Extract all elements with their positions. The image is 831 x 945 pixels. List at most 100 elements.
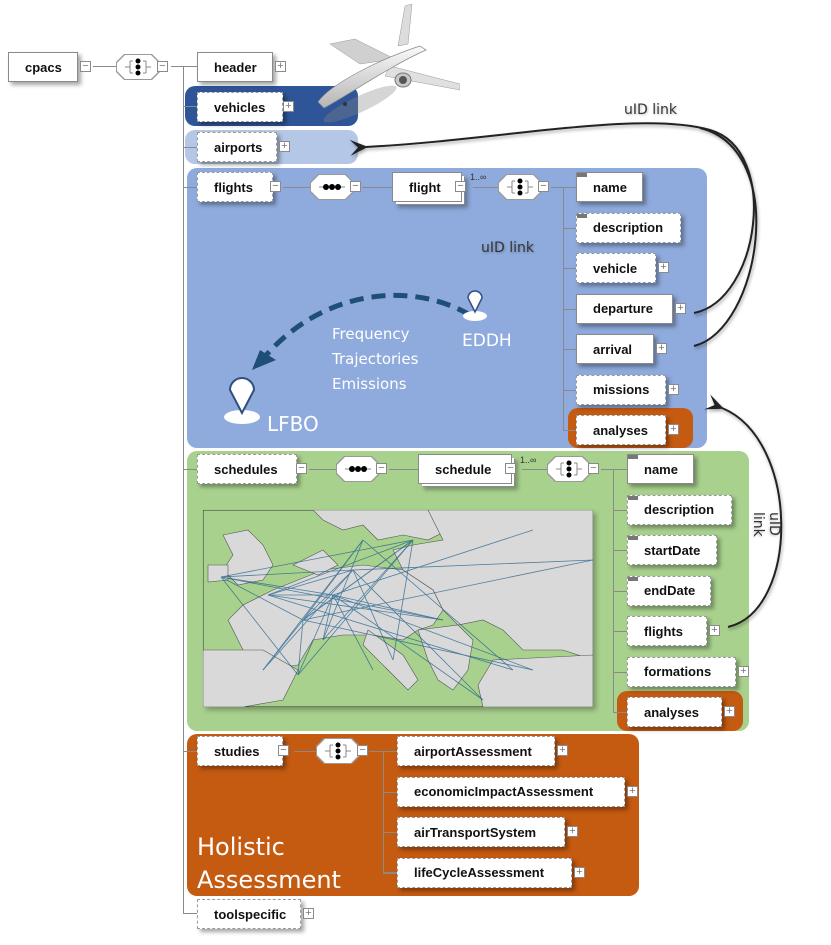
node-flight[interactable]: flight	[392, 172, 462, 202]
node-arrival[interactable]: arrival	[576, 334, 654, 364]
route-line	[322, 594, 334, 641]
expand-icon[interactable]: +	[275, 61, 286, 72]
connector	[183, 106, 197, 107]
collapse-icon[interactable]: −	[278, 745, 289, 756]
node-air-transport-system[interactable]: airTransportSystem	[397, 817, 565, 847]
expand-icon[interactable]: +	[283, 101, 294, 112]
route-line	[297, 594, 334, 676]
collapse-icon[interactable]: −	[376, 463, 387, 474]
node-label: schedule	[435, 461, 492, 477]
node-flights[interactable]: flights	[627, 616, 707, 646]
node-vehicles[interactable]: vehicles	[197, 92, 283, 122]
route-line	[220, 576, 334, 596]
node-label: lifeCycleAssessment	[414, 865, 545, 880]
expand-icon[interactable]: +	[738, 665, 749, 677]
collapse-icon[interactable]: −	[455, 181, 466, 192]
attribute-marker-icon	[577, 173, 587, 177]
expand-icon[interactable]: +	[724, 706, 735, 717]
node-studies[interactable]: studies	[197, 736, 283, 766]
collapse-icon[interactable]: −	[357, 745, 368, 756]
uid-link-label-flights: uID link	[481, 240, 534, 256]
node-analyses[interactable]: analyses	[627, 697, 722, 727]
node-label: cpacs	[25, 59, 62, 75]
node-description[interactable]: description	[576, 212, 681, 243]
node-economic-impact-assessment[interactable]: economicImpactAssessment	[397, 776, 625, 807]
node-missions[interactable]: missions	[576, 374, 666, 405]
collapse-icon[interactable]: −	[588, 463, 599, 474]
node-vehicle[interactable]: vehicle	[576, 253, 656, 283]
node-airport-assessment[interactable]: airportAssessment	[397, 736, 555, 766]
node-header[interactable]: header	[197, 52, 273, 82]
node-schedules[interactable]: schedules	[197, 454, 297, 484]
collapse-icon[interactable]: −	[505, 463, 516, 474]
node-departure[interactable]: departure	[576, 293, 673, 324]
connector	[183, 751, 197, 752]
europe-route-map	[203, 510, 593, 707]
route-line	[362, 539, 514, 671]
attribute-marker-icon	[628, 536, 638, 540]
node-label: toolspecific	[214, 906, 287, 922]
connector	[563, 430, 576, 431]
node-label: header	[214, 59, 257, 75]
route-line	[220, 576, 304, 621]
sequence-compositor-icon	[548, 457, 590, 481]
connector	[613, 550, 627, 551]
route-line	[332, 529, 534, 596]
route-line	[262, 539, 364, 671]
collapse-icon[interactable]: −	[157, 61, 168, 72]
attribute-marker-icon	[577, 213, 587, 218]
expand-icon[interactable]: +	[709, 625, 720, 636]
connector	[563, 227, 576, 229]
sequence-compositor-icon	[311, 175, 353, 199]
node-label: airports	[214, 139, 263, 155]
node-formations[interactable]: formations	[627, 656, 736, 687]
node-label: schedules	[214, 461, 278, 477]
node-label: arrival	[593, 341, 633, 357]
node-cpacs[interactable]: cpacs	[8, 52, 78, 82]
collapse-icon[interactable]: −	[296, 463, 307, 474]
connector	[383, 872, 397, 874]
expand-icon[interactable]: +	[656, 343, 667, 354]
node-flights[interactable]: flights	[197, 172, 273, 202]
collapse-icon[interactable]: −	[270, 181, 281, 192]
expand-icon[interactable]: +	[668, 424, 679, 435]
route-line	[267, 569, 354, 596]
expand-icon[interactable]: +	[567, 826, 578, 837]
node-toolspecific[interactable]: toolspecific	[197, 899, 301, 929]
connector	[613, 590, 627, 592]
node-description[interactable]: description	[627, 494, 732, 525]
expand-icon[interactable]: +	[668, 383, 679, 395]
caption-line: Holistic	[197, 833, 285, 861]
property-emissions: Emissions	[332, 375, 407, 393]
route-line	[297, 539, 414, 676]
node-name[interactable]: name	[576, 172, 643, 202]
node-start-date[interactable]: startDate	[627, 535, 717, 565]
airplane-illustration	[317, 4, 460, 123]
expand-icon[interactable]: +	[303, 908, 314, 919]
node-airports[interactable]: airports	[197, 132, 277, 162]
collapse-icon[interactable]: −	[538, 181, 549, 192]
route-line	[220, 539, 414, 578]
node-schedule[interactable]: schedule	[418, 454, 512, 484]
studies-children-spine	[383, 751, 384, 873]
attribute-marker-icon	[628, 455, 638, 459]
node-label: flight	[409, 179, 441, 195]
expand-icon[interactable]: +	[279, 141, 290, 152]
connector	[383, 791, 397, 793]
node-analyses[interactable]: analyses	[576, 415, 666, 445]
route-line	[332, 594, 444, 621]
expand-icon[interactable]: +	[574, 866, 585, 878]
property-frequency: Frequency	[332, 325, 410, 343]
connector	[183, 187, 197, 188]
node-label: startDate	[644, 542, 701, 558]
node-life-cycle-assessment[interactable]: lifeCycleAssessment	[397, 857, 572, 888]
expand-icon[interactable]: +	[675, 302, 686, 314]
expand-icon[interactable]: +	[627, 785, 638, 797]
expand-icon[interactable]: +	[658, 262, 669, 273]
collapse-icon[interactable]: −	[80, 61, 91, 72]
node-end-date[interactable]: endDate	[627, 575, 711, 606]
node-name[interactable]: name	[627, 454, 694, 484]
route-line	[267, 539, 414, 596]
collapse-icon[interactable]: −	[350, 181, 361, 192]
expand-icon[interactable]: +	[557, 745, 568, 756]
